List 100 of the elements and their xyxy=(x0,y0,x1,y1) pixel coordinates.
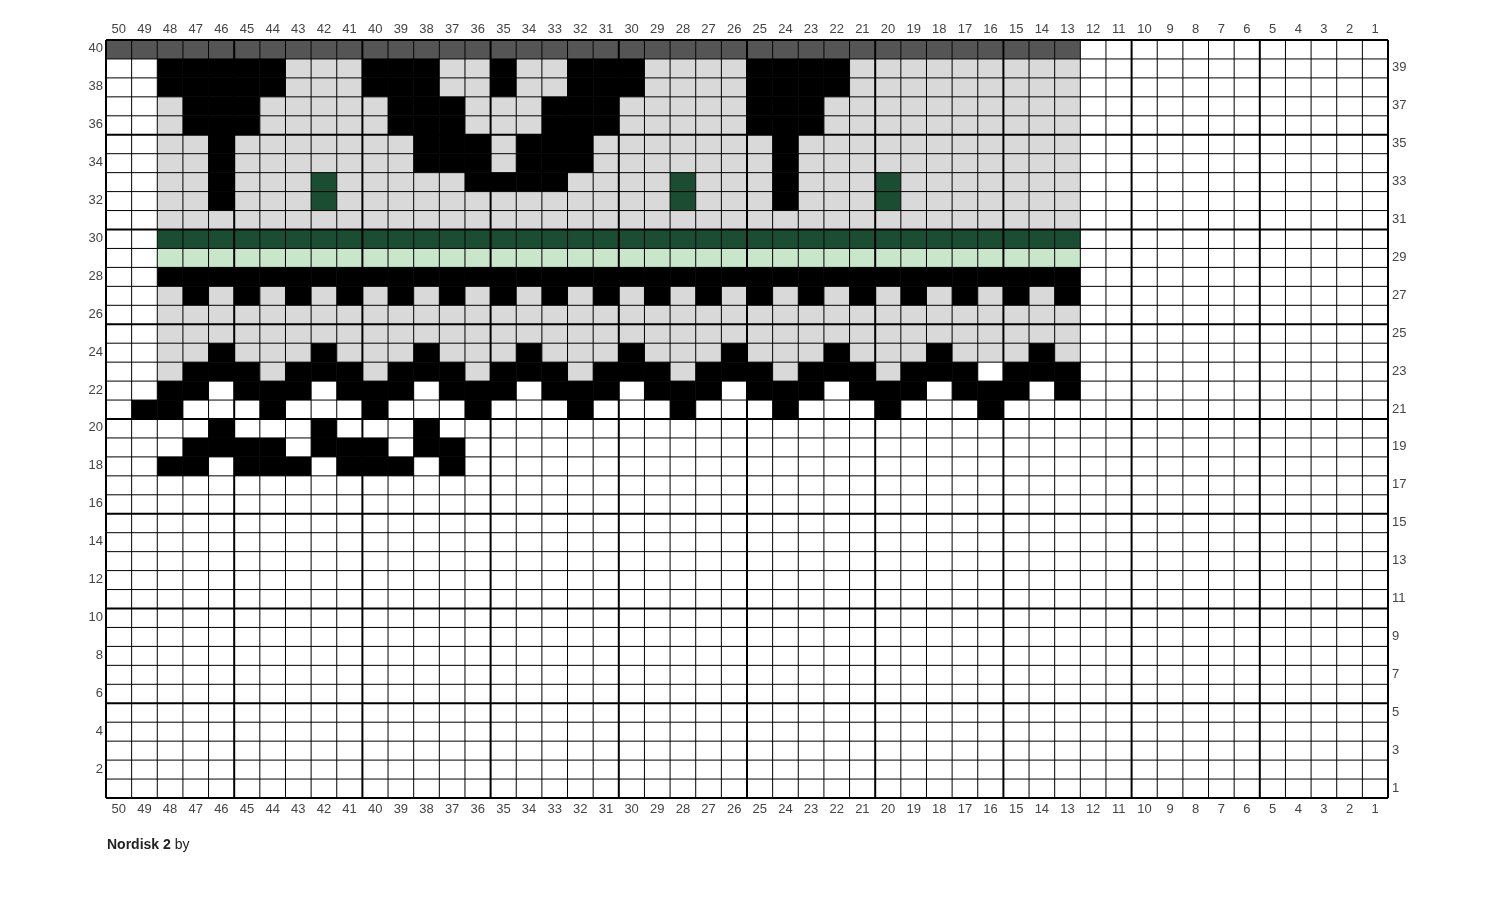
column-number: 6 xyxy=(1243,21,1251,37)
column-number: 49 xyxy=(137,21,152,37)
row-number: 21 xyxy=(1392,400,1407,417)
column-number: 18 xyxy=(932,21,947,37)
column-number: 23 xyxy=(803,801,819,817)
column-number: 13 xyxy=(1060,801,1075,817)
row-number: 13 xyxy=(1392,552,1407,569)
column-number: 33 xyxy=(547,801,562,817)
column-number: 20 xyxy=(880,801,896,817)
column-number: 28 xyxy=(675,21,691,37)
row-number: 26 xyxy=(88,305,103,322)
column-number: 46 xyxy=(214,21,229,37)
row-number: 34 xyxy=(88,154,103,171)
row-number: 37 xyxy=(1392,97,1407,114)
row-number: 40 xyxy=(88,40,103,57)
column-number: 3 xyxy=(1320,801,1328,817)
chart-title: Nordisk 2 by xyxy=(107,836,190,852)
row-number: 15 xyxy=(1392,514,1407,531)
column-number: 14 xyxy=(1034,21,1050,37)
row-number: 3 xyxy=(1392,741,1400,758)
column-number: 50 xyxy=(111,801,127,817)
column-number: 10 xyxy=(1137,801,1152,817)
row-number: 12 xyxy=(88,571,103,588)
column-number: 8 xyxy=(1192,21,1200,37)
column-number: 22 xyxy=(829,21,844,37)
column-number: 46 xyxy=(214,801,229,817)
row-number: 29 xyxy=(1392,248,1407,265)
column-number: 24 xyxy=(778,801,793,817)
column-number: 13 xyxy=(1060,21,1075,37)
column-number: 42 xyxy=(316,21,332,37)
column-number: 4 xyxy=(1294,21,1302,37)
column-number: 50 xyxy=(111,21,127,37)
column-number: 31 xyxy=(598,801,614,817)
column-number: 28 xyxy=(675,801,691,817)
column-number: 1 xyxy=(1371,21,1379,37)
column-number: 5 xyxy=(1269,801,1277,817)
column-number: 33 xyxy=(547,21,562,37)
row-number: 7 xyxy=(1392,665,1400,682)
column-number: 37 xyxy=(444,801,460,817)
column-number: 47 xyxy=(188,21,203,37)
column-number: 18 xyxy=(932,801,947,817)
column-number: 16 xyxy=(983,21,998,37)
row-number: 20 xyxy=(88,419,103,436)
column-number: 21 xyxy=(855,801,870,817)
column-number: 16 xyxy=(983,801,998,817)
row-number: 8 xyxy=(95,646,103,663)
column-number: 5 xyxy=(1269,21,1277,37)
row-number: 25 xyxy=(1392,324,1407,341)
row-number: 32 xyxy=(88,192,103,209)
column-number: 29 xyxy=(650,801,665,817)
column-number: 39 xyxy=(393,801,409,817)
column-number: 7 xyxy=(1217,801,1225,817)
column-number: 40 xyxy=(368,801,383,817)
column-number: 40 xyxy=(368,21,383,37)
row-number: 22 xyxy=(88,381,103,398)
row-number: 19 xyxy=(1392,438,1407,455)
column-number: 34 xyxy=(521,21,537,37)
column-number: 31 xyxy=(598,21,614,37)
row-number: 16 xyxy=(88,495,103,512)
row-number: 9 xyxy=(1392,627,1400,644)
row-number: 4 xyxy=(95,722,103,739)
column-number: 9 xyxy=(1166,21,1174,37)
column-number: 47 xyxy=(188,801,203,817)
row-number: 10 xyxy=(88,608,103,625)
column-number: 15 xyxy=(1009,801,1024,817)
column-number: 37 xyxy=(444,21,460,37)
column-number: 15 xyxy=(1009,21,1024,37)
row-number: 33 xyxy=(1392,173,1407,190)
column-number: 10 xyxy=(1137,21,1152,37)
column-number: 23 xyxy=(803,21,819,37)
column-number: 2 xyxy=(1345,801,1354,817)
column-number: 27 xyxy=(701,21,716,37)
column-number: 24 xyxy=(778,21,793,37)
column-number: 43 xyxy=(291,801,306,817)
column-number: 48 xyxy=(162,21,178,37)
row-number: 6 xyxy=(95,684,103,701)
row-number: 18 xyxy=(88,457,103,474)
column-number: 48 xyxy=(162,801,178,817)
column-number: 11 xyxy=(1112,21,1126,37)
column-number: 19 xyxy=(906,801,921,817)
column-number: 32 xyxy=(573,801,588,817)
row-number: 38 xyxy=(88,78,103,95)
column-number: 20 xyxy=(880,21,896,37)
row-number: 31 xyxy=(1392,211,1407,227)
column-number: 25 xyxy=(752,21,768,37)
column-number: 1 xyxy=(1371,801,1379,817)
row-number: 39 xyxy=(1392,59,1407,76)
column-number: 45 xyxy=(239,801,255,817)
row-number: 24 xyxy=(88,343,103,360)
row-number: 28 xyxy=(88,267,103,284)
column-number: 36 xyxy=(470,21,485,37)
column-number: 36 xyxy=(470,801,485,817)
column-number: 38 xyxy=(419,21,434,37)
column-number: 17 xyxy=(957,801,973,817)
column-number: 35 xyxy=(496,801,511,817)
column-number: 8 xyxy=(1192,801,1200,817)
column-number: 35 xyxy=(496,21,511,37)
column-number: 30 xyxy=(624,801,639,817)
row-number: 5 xyxy=(1392,703,1400,720)
row-number: 11 xyxy=(1392,590,1406,606)
